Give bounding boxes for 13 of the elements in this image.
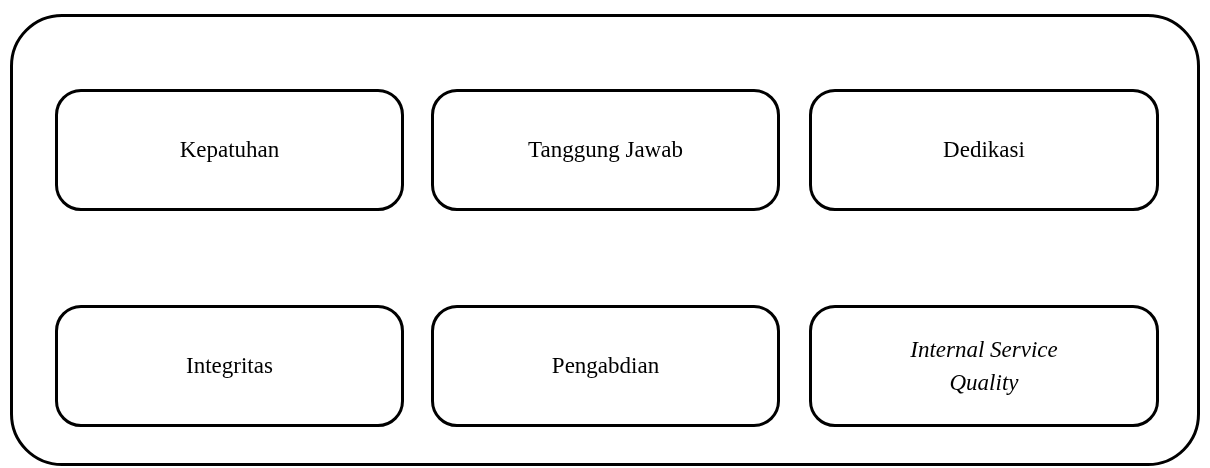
value-box xyxy=(431,89,780,211)
box-label: Integritas xyxy=(186,352,273,381)
box-label: Dedikasi xyxy=(943,136,1025,165)
value-box xyxy=(55,89,404,211)
box-label: Pengabdian xyxy=(551,352,660,381)
box-label: Tanggung Jawab xyxy=(528,136,683,165)
value-box xyxy=(55,305,404,427)
value-box xyxy=(431,305,780,427)
value-box xyxy=(809,305,1159,427)
box-label: Kepatuhan xyxy=(179,136,280,165)
box-label: Internal Service Quality xyxy=(909,335,1059,397)
value-box xyxy=(809,89,1159,211)
container-box xyxy=(10,14,1200,466)
